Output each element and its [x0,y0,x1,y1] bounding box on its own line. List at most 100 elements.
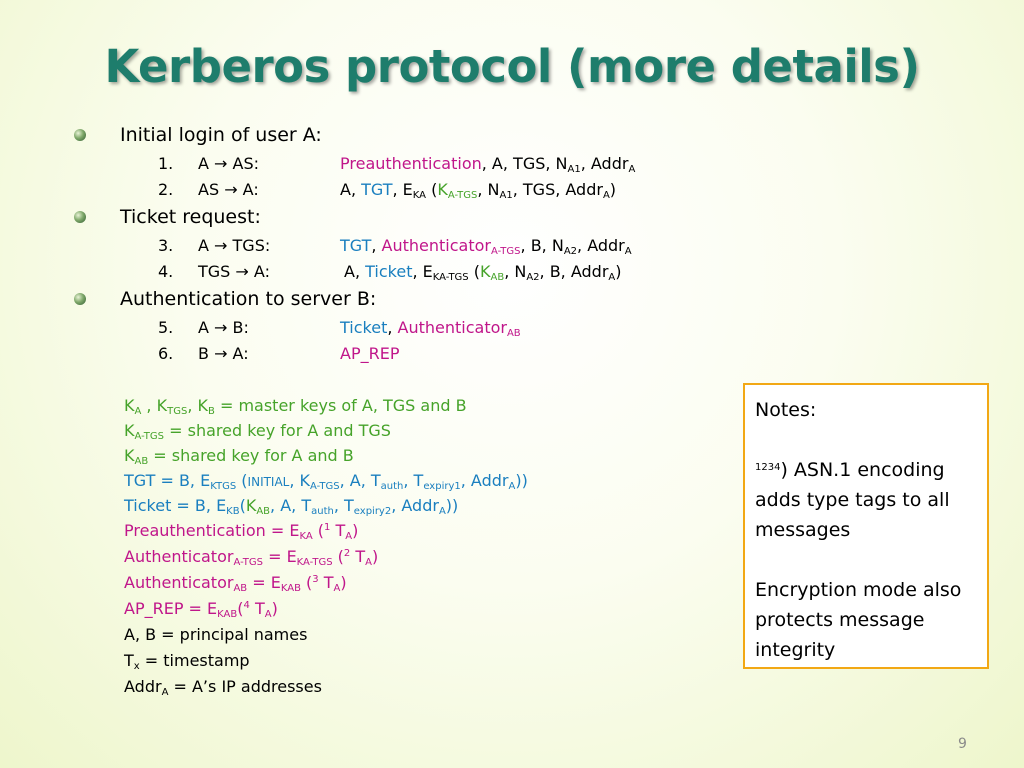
legend-sub: auth [311,506,334,517]
slide-title: Kerberos protocol (more details) [104,40,920,93]
legend-part: K [245,496,257,515]
legend-sub: A [161,687,169,698]
legend-sub: A [345,531,353,542]
msg-part: , B, Addr [539,262,609,281]
notes-asn1: 1234) ASN.1 encoding adds type tags to a… [755,455,987,545]
legend-part: Preauthentication = E [124,521,300,540]
msg-part: , [387,318,398,337]
legend-part: , T [403,471,424,490]
legend-part: ( [237,599,244,618]
legend-principal-names: A, B = principal names [124,625,307,644]
legend-part: ( [332,547,344,566]
legend-part: = shared key for A and B [148,446,354,465]
legend-sup: 2 [343,548,351,559]
msg-part: ) [609,180,617,199]
legend-part: T [249,599,265,618]
step-message: A, TGT, EKA (KA-TGS, NA1, TGS, AddrA) [340,180,617,201]
section-heading-text: Ticket request: [120,206,261,228]
bullet-icon [74,129,86,141]
legend-sub: TGS [167,406,188,417]
msg-sub: A2 [563,246,578,257]
legend-sub: A [438,506,446,517]
msg-sub: A [608,272,616,283]
msg-part: , Addr [577,236,625,255]
section-heading-auth-server-b: Authentication to server B: [74,288,377,310]
legend-sub: KAB [280,583,301,594]
legend-part: A, B = principal names [124,625,308,644]
msg-part: Ticket [340,318,388,337]
msg-sub: A [624,246,632,257]
legend-part: TGT = B, E [124,471,211,490]
legend-part: Ticket = B, E [124,496,227,515]
legend-part: = E [247,573,281,592]
step-flow: TGS → A: [198,262,270,281]
legend-part: T [318,573,334,592]
legend-sub: KA [299,531,313,542]
msg-part: , A, TGS, N [481,154,568,173]
legend-sub: KAB [217,609,238,620]
legend-sup: 4 [243,600,250,611]
legend-sub: A [508,481,516,492]
legend-sub: KTGS [210,481,237,492]
step-number: 3. [158,236,174,255]
legend-part: ) [352,521,359,540]
legend-sub: A [264,609,272,620]
section-heading-initial-login: Initial login of user A: [74,124,322,146]
msg-part: , N [504,262,527,281]
page-number: 9 [958,736,967,752]
msg-sub: A [602,190,610,201]
msg-part: Authenticator [397,318,507,337]
legend-preauthentication: Preauthentication = EKA (1 TA) [124,521,359,542]
legend-part: )) [445,496,459,515]
legend-sup: 3 [312,574,319,585]
legend-part: , A, T [270,496,312,515]
legend-ticket: Ticket = B, EKB(KAB, A, Tauth, Texpiry2,… [124,496,459,517]
section-heading-text: Authentication to server B: [120,288,377,310]
section-heading-ticket-request: Ticket request: [74,206,261,228]
msg-sub: AB [506,328,521,339]
legend-part: INITIAL [247,475,290,489]
legend-master-keys: KA , KTGS, KB = master keys of A, TGS an… [124,396,467,417]
legend-sup: 1 [324,522,331,533]
legend-part: , K [141,396,168,415]
msg-part: ) [615,262,622,281]
legend-part: = master keys of A, TGS and B [214,396,467,415]
step-flow: AS → A: [198,180,259,199]
legend-part: T [124,651,134,670]
legend-sub: A [134,406,142,417]
msg-part: A, [340,180,362,199]
legend-part: , A, T [339,471,381,490]
legend-part: ) [271,599,278,618]
legend-part: ) [340,573,347,592]
step-message: Ticket, AuthenticatorAB [340,318,521,339]
msg-part: TGT [340,236,372,255]
step-flow: B → A: [198,344,249,363]
msg-part: K [479,262,491,281]
legend-sub: auth [380,481,404,492]
legend-part: T [350,547,366,566]
legend-sub: A-TGS [134,431,165,442]
legend-part: Authenticator [124,547,234,566]
legend-part: = A’s IP addresses [168,677,322,696]
legend-ap-rep: AP_REP = EKAB(4 TA) [124,599,278,620]
msg-part: , E [412,262,433,281]
msg-part: , B, N [520,236,564,255]
legend-part: T [330,521,346,540]
step-message: AP_REP [340,344,400,363]
step-number: 6. [158,344,174,363]
legend-sub: B [207,406,215,417]
legend-sub: A [365,557,372,568]
legend-sub: A-TGS [233,557,263,568]
notes-heading: Notes: [755,399,817,421]
step-number: 1. [158,154,174,173]
msg-sub: A-TGS [491,246,521,257]
legend-shared-key-a-tgs: KA-TGS = shared key for A and TGS [124,421,391,442]
msg-part: K [437,180,448,199]
legend-sub: x [133,661,140,672]
step-flow: A → B: [198,318,249,337]
step-number: 5. [158,318,174,337]
msg-part: , Addr [580,154,629,173]
msg-sub: A2 [526,272,540,283]
legend-sub: AB [256,506,271,517]
legend-part: Authenticator [124,573,234,592]
